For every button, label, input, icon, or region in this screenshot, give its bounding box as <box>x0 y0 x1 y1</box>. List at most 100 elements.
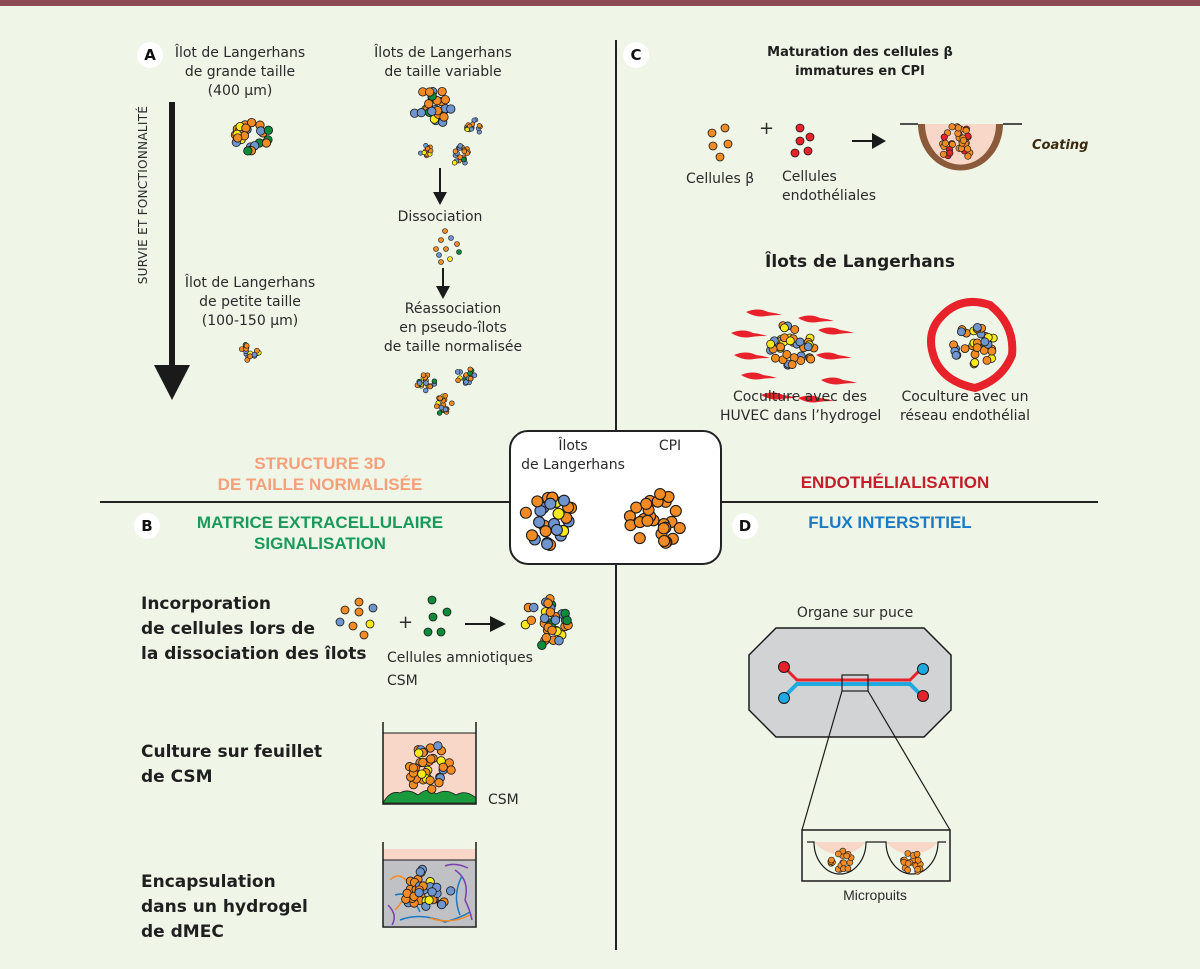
cell <box>913 850 921 858</box>
text-line: Encapsulation <box>141 872 276 892</box>
cell <box>442 393 448 399</box>
cell <box>415 867 425 877</box>
cell <box>446 886 456 896</box>
cell <box>844 865 852 872</box>
center-cpi <box>623 488 686 549</box>
dissociation-arrow <box>433 168 447 205</box>
huvec-cell <box>798 395 834 403</box>
cell <box>436 410 443 416</box>
cell <box>960 344 970 354</box>
cell <box>365 619 375 629</box>
cell <box>243 146 253 156</box>
text-line: dans un hydrogel <box>141 897 308 917</box>
cell <box>669 504 682 518</box>
cell <box>723 139 733 149</box>
huvec-cell <box>746 309 782 317</box>
amniotic-cells-label: Cellules amniotiques <box>387 650 533 666</box>
cell <box>261 138 272 148</box>
cell <box>354 607 364 617</box>
text-line: Îlots de Langerhans <box>374 45 512 61</box>
cell <box>428 148 434 154</box>
text-line: immatures en CPI <box>795 64 925 79</box>
cell <box>633 532 646 545</box>
cell <box>640 497 653 510</box>
cell <box>964 145 972 153</box>
cell <box>557 494 571 507</box>
cell <box>420 372 427 378</box>
cell <box>468 126 474 132</box>
cell <box>443 246 449 252</box>
cell <box>418 757 428 768</box>
cell <box>641 514 654 527</box>
dissociated-cells <box>433 228 462 265</box>
microwell-label: Micropuits <box>843 887 907 903</box>
text-line: STRUCTURE 3D <box>254 454 386 473</box>
matrice-title: MATRICE EXTRACELLULAIRE SIGNALISATION <box>170 512 470 554</box>
culture-islet <box>404 741 456 794</box>
cell <box>434 778 444 788</box>
cell <box>658 534 671 548</box>
cell <box>948 123 956 131</box>
incorporation-arrow <box>465 616 506 632</box>
cell <box>427 106 437 116</box>
microwell-cpi-1 <box>827 847 855 873</box>
beta-cells-label: Cellules β <box>686 171 755 187</box>
cell <box>982 356 992 365</box>
cell <box>770 353 780 363</box>
cell <box>426 754 436 764</box>
cell <box>251 351 258 358</box>
cell <box>423 387 429 394</box>
cell <box>424 895 434 905</box>
cell <box>442 228 448 234</box>
cell <box>425 87 435 97</box>
cell <box>416 380 423 386</box>
network-ring <box>927 298 1017 393</box>
panel-b-badge: B <box>134 513 160 539</box>
variable-islet-small-3 <box>451 143 471 166</box>
variable-islet-small-2 <box>418 142 434 159</box>
cell <box>550 523 563 536</box>
hydrogel-islet <box>401 864 456 911</box>
cell <box>531 495 544 508</box>
cell <box>446 104 456 114</box>
huvec-cells <box>731 309 857 403</box>
endothelialisation-title: ENDOTHÉLIALISATION <box>800 473 990 492</box>
cell <box>776 342 785 352</box>
cell <box>914 856 922 864</box>
cell <box>980 337 990 347</box>
huvec-cell <box>761 392 797 400</box>
text-line: (100-150 µm) <box>201 313 299 329</box>
endothelial-cells <box>790 123 815 158</box>
text-line: Réassociation <box>404 301 502 317</box>
cell <box>828 856 835 864</box>
cell <box>941 139 949 147</box>
cell <box>452 148 459 154</box>
cell <box>805 132 815 142</box>
huvec-cell <box>821 377 857 385</box>
cell <box>340 605 350 615</box>
reassociation-label: Réassociation en pseudo-îlots de taille … <box>378 300 528 357</box>
text-line: Incorporation <box>141 594 272 614</box>
cell <box>457 143 463 149</box>
coculture-huvec-label: Coculture avec des HUVEC dans l’hydrogel <box>720 388 881 426</box>
cell <box>437 395 443 401</box>
text-line: de taille variable <box>384 64 502 80</box>
cell <box>940 150 948 158</box>
variable-islet-big <box>409 86 456 127</box>
cell <box>437 900 447 910</box>
maturation-arrow <box>852 133 886 149</box>
cell <box>446 765 456 775</box>
cell <box>964 152 972 160</box>
survival-arrow <box>154 102 190 400</box>
cell <box>423 380 429 386</box>
cell <box>244 357 251 363</box>
maturation-title: Maturation des cellules β immatures en C… <box>740 43 980 81</box>
cell <box>438 404 445 411</box>
cell <box>780 323 789 333</box>
cell <box>803 342 813 352</box>
cell <box>707 128 717 138</box>
cell <box>457 154 463 160</box>
cell <box>427 784 437 794</box>
cell <box>541 633 552 643</box>
panel-d-badge: D <box>732 513 758 539</box>
